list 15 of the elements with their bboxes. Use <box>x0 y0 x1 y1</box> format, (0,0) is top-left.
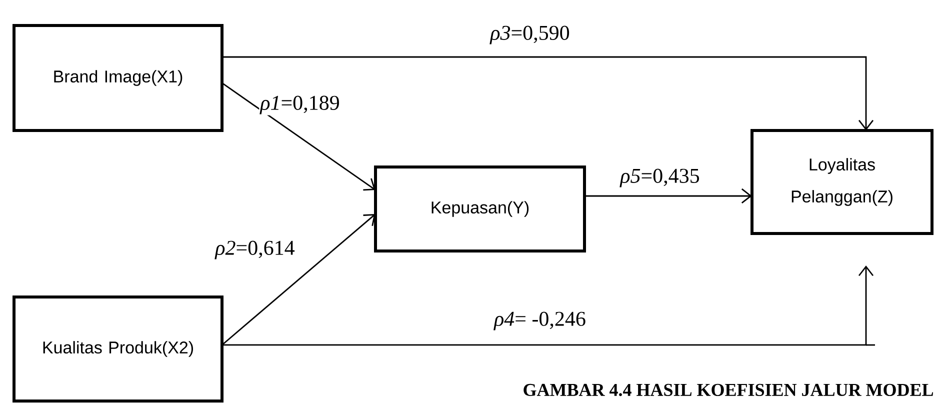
variable-box: Brand Image(X1) <box>12 24 224 132</box>
arrow <box>584 188 752 204</box>
arrow <box>222 265 874 346</box>
variable-box: Loyalitas Pelanggan(Z) <box>750 129 934 235</box>
caption: GAMBAR 4.4 HASIL KOEFISIEN JALUR MODEL <box>524 384 934 396</box>
edge-label: ρ3=0,590 <box>489 24 571 46</box>
variable-box: Kualitas Produk(X2) <box>12 295 224 402</box>
edge-label: ρ5=0,435 <box>619 168 701 188</box>
arrow <box>222 82 376 191</box>
edge-label: ρ2=0,614 <box>214 240 296 260</box>
edge-label: ρ1=0,189 <box>259 94 341 116</box>
variable-box: Kepuasan(Y) <box>374 165 586 252</box>
arrow <box>222 56 874 130</box>
edge-label: ρ4= -0,246 <box>493 310 587 332</box>
arrow <box>222 214 376 346</box>
